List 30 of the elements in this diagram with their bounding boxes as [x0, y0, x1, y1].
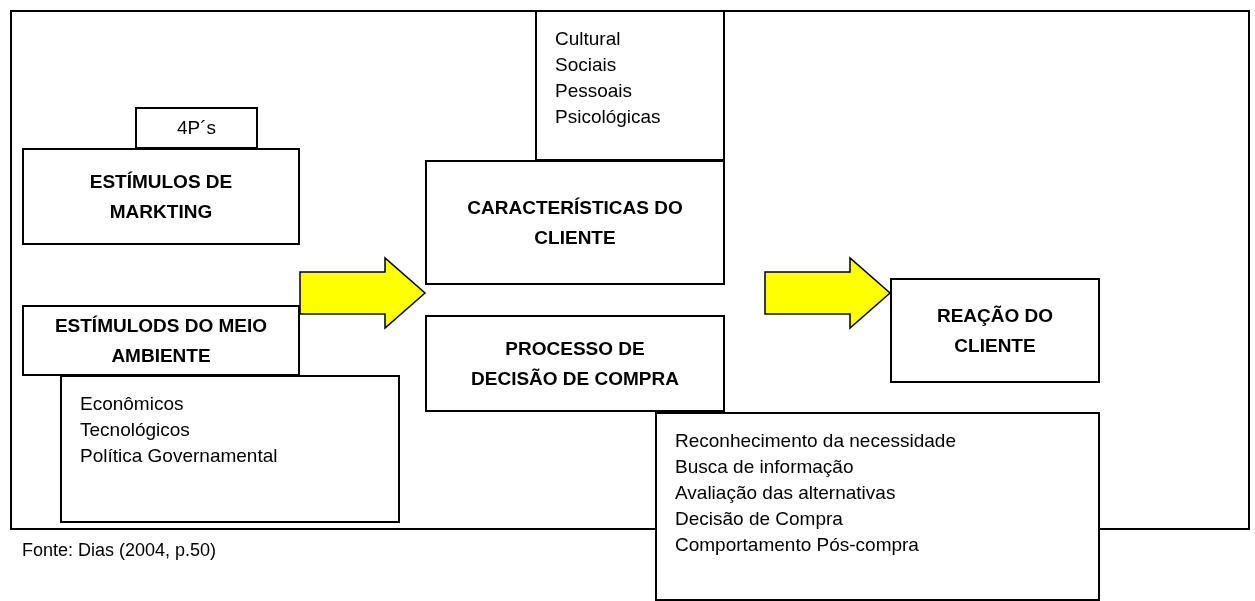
list-item: Cultural [555, 27, 621, 51]
list-item: Tecnológicos [80, 418, 190, 442]
box-title: PROCESSO DE DECISÃO DE COMPRA [470, 336, 680, 391]
list-item: Pessoais [555, 79, 633, 103]
list-box [535, 10, 725, 161]
list-item: Busca de informação [675, 455, 854, 479]
caption: Fonte: Dias (2004, p.50) [22, 539, 217, 562]
block-arrow [764, 256, 892, 330]
list-item: 4P´s [176, 116, 217, 140]
list-item: Política Governamental [80, 444, 278, 468]
list-item: Comportamento Pós-compra [675, 533, 919, 557]
list-item: Decisão de Compra [675, 507, 843, 531]
list-item: Avaliação das alternativas [675, 481, 896, 505]
list-item: Reconhecimento da necessidade [675, 429, 956, 453]
box-title: ESTÍMULODS DO MEIO AMBIENTE [53, 313, 269, 368]
list-item: Sociais [555, 53, 617, 77]
list-box [60, 375, 400, 523]
block-arrow [299, 256, 427, 330]
list-box [655, 412, 1100, 601]
box-title: CARACTERÍSTICAS DO CLIENTE [467, 195, 683, 250]
process-box [425, 160, 725, 285]
list-item: Econômicos [80, 392, 184, 416]
box-title: REAÇÃO DO CLIENTE [935, 303, 1055, 358]
process-box [890, 278, 1100, 383]
list-item: Psicológicas [555, 105, 661, 129]
process-box [425, 315, 725, 412]
process-box [22, 148, 300, 245]
tag-box [135, 107, 258, 149]
box-title: ESTÍMULOS DE MARKTING [88, 169, 234, 224]
process-box [22, 305, 300, 376]
